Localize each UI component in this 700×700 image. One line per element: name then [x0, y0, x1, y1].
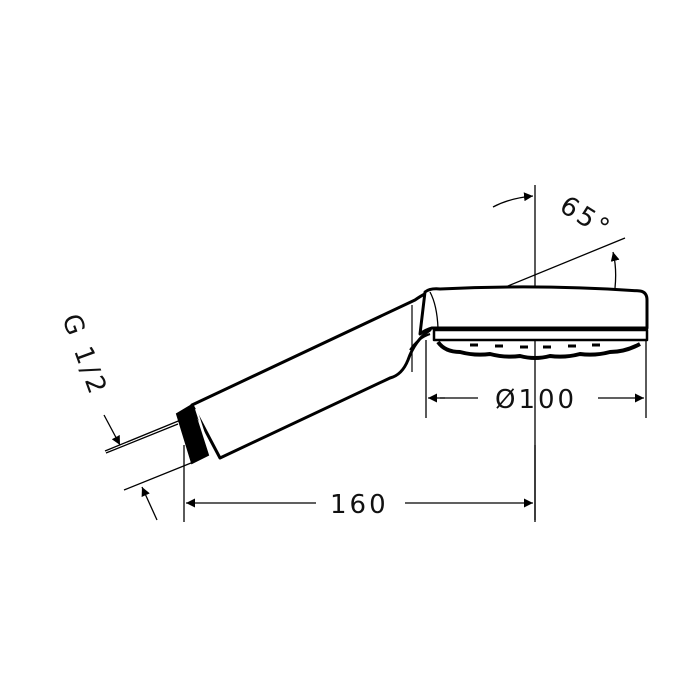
- shower-head: [409, 285, 649, 360]
- thread-dimension: G 1/2: [55, 310, 197, 521]
- angle-dimension: 65°: [492, 190, 620, 289]
- thread-connector: [175, 403, 211, 465]
- diameter-dimension: Ø100: [425, 340, 647, 418]
- angle-label: 65°: [554, 190, 617, 245]
- diameter-label: Ø100: [495, 385, 577, 415]
- shower-handle: [190, 290, 432, 460]
- thread-label: G 1/2: [55, 310, 112, 400]
- length-dimension: 160: [183, 445, 536, 522]
- length-label: 160: [330, 490, 389, 520]
